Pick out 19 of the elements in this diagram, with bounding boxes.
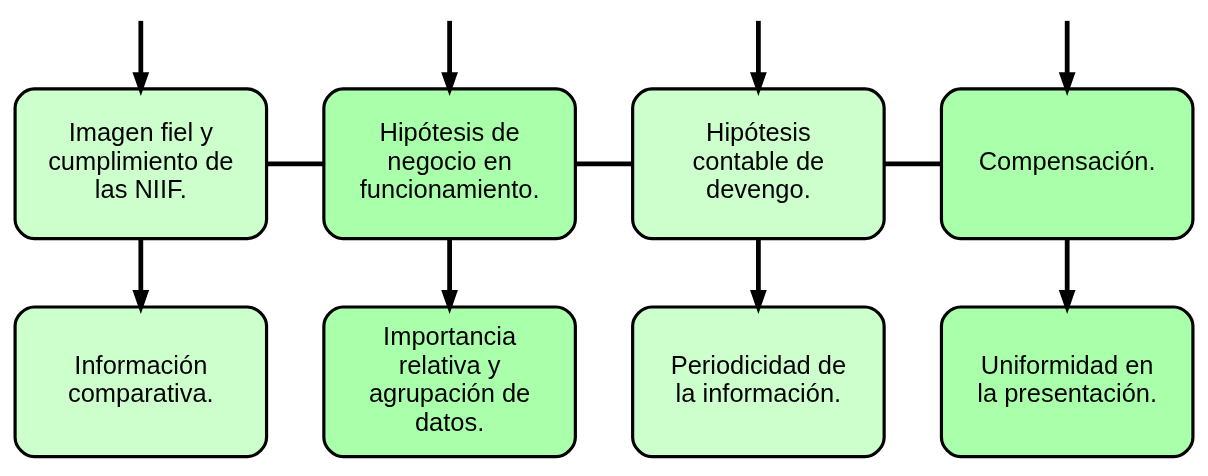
node-box: Información comparativa. bbox=[13, 305, 269, 459]
arrow bbox=[1058, 238, 1076, 314]
arrow bbox=[750, 238, 767, 314]
connector bbox=[575, 161, 633, 167]
node-box: Periodicidad de la información. bbox=[631, 305, 886, 459]
arrow bbox=[132, 20, 150, 97]
arrow bbox=[1058, 20, 1076, 97]
arrow bbox=[441, 20, 458, 97]
node-box: Uniformidad en la presentación. bbox=[939, 305, 1195, 459]
node-box: Hipótesis de negocio en funcionamiento. bbox=[322, 87, 577, 241]
connector bbox=[884, 161, 942, 167]
node-box: Compensación. bbox=[939, 87, 1195, 241]
node-box: Hipótesis contable de devengo. bbox=[631, 87, 886, 241]
connector bbox=[266, 161, 324, 167]
arrow bbox=[750, 20, 767, 97]
node-box: Imagen fiel y cumplimiento de las NIIF. bbox=[13, 87, 269, 241]
arrow bbox=[441, 238, 458, 314]
node-box: Importancia relativa y agrupación de datos. bbox=[322, 305, 577, 459]
arrow bbox=[132, 238, 150, 314]
